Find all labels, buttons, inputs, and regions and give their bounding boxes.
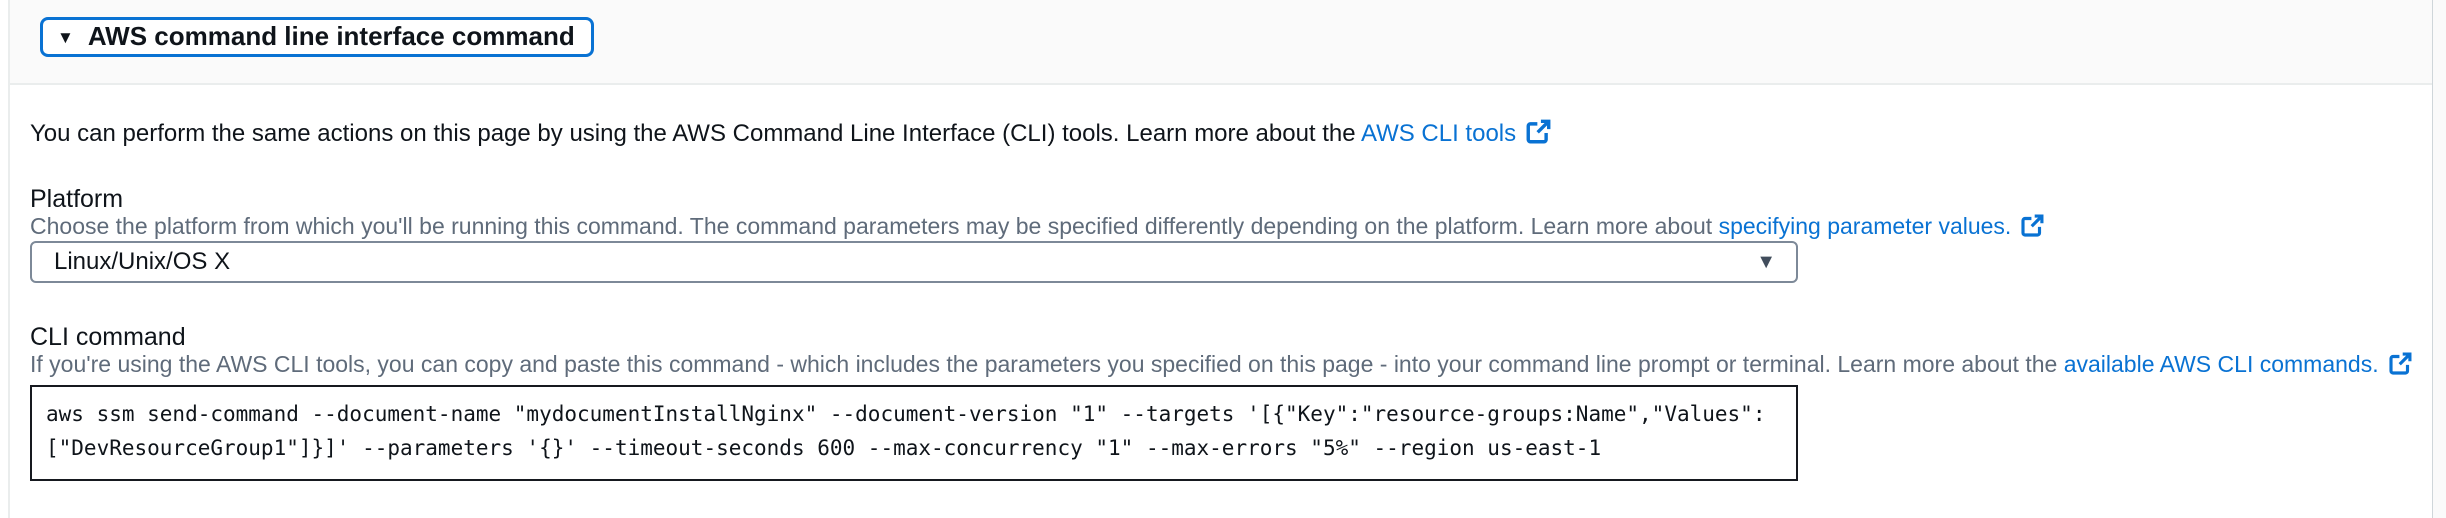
external-link-icon (2021, 214, 2044, 237)
external-link-icon (1526, 119, 1551, 144)
platform-description-text: Choose the platform from which you'll be… (30, 213, 1719, 239)
specifying-parameter-values-link[interactable]: specifying parameter values. (1718, 213, 2012, 239)
cli-command-code-box[interactable]: aws ssm send-command --document-name "my… (30, 385, 1798, 481)
cli-command-line: aws ssm send-command --document-name "my… (46, 402, 1766, 426)
cli-command-line: ["DevResourceGroup1"]}]' --parameters '{… (46, 436, 1602, 460)
vertical-scrollbar[interactable] (2432, 0, 2446, 518)
expander-content: You can perform the same actions on this… (30, 87, 2412, 481)
platform-select[interactable]: Linux/Unix/OS X ▼ (30, 241, 1798, 283)
caret-down-icon: ▼ (1756, 251, 1776, 273)
left-divider (8, 0, 10, 518)
cli-command-label: CLI command (30, 323, 186, 351)
platform-label: Platform (30, 185, 124, 213)
available-aws-cli-commands-link[interactable]: available AWS CLI commands. (2063, 351, 2379, 377)
caret-down-icon: ▼ (57, 27, 74, 47)
intro-text: You can perform the same actions on this… (30, 119, 2398, 149)
external-link-icon (2389, 352, 2412, 375)
platform-description: Choose the platform from which you'll be… (30, 213, 2398, 239)
cli-command-description: If you're using the AWS CLI tools, you c… (30, 351, 2412, 377)
intro-text-body: You can perform the same actions on this… (30, 120, 1361, 147)
aws-cli-tools-link[interactable]: AWS CLI tools (1360, 120, 1517, 147)
cli-command-description-text: If you're using the AWS CLI tools, you c… (30, 351, 2064, 377)
expander-header-band: ▼ AWS command line interface command (10, 0, 2432, 85)
platform-select-value: Linux/Unix/OS X (54, 248, 231, 275)
expander-toggle-aws-cli-command[interactable]: ▼ AWS command line interface command (40, 17, 594, 57)
section-title: AWS command line interface command (87, 21, 575, 51)
